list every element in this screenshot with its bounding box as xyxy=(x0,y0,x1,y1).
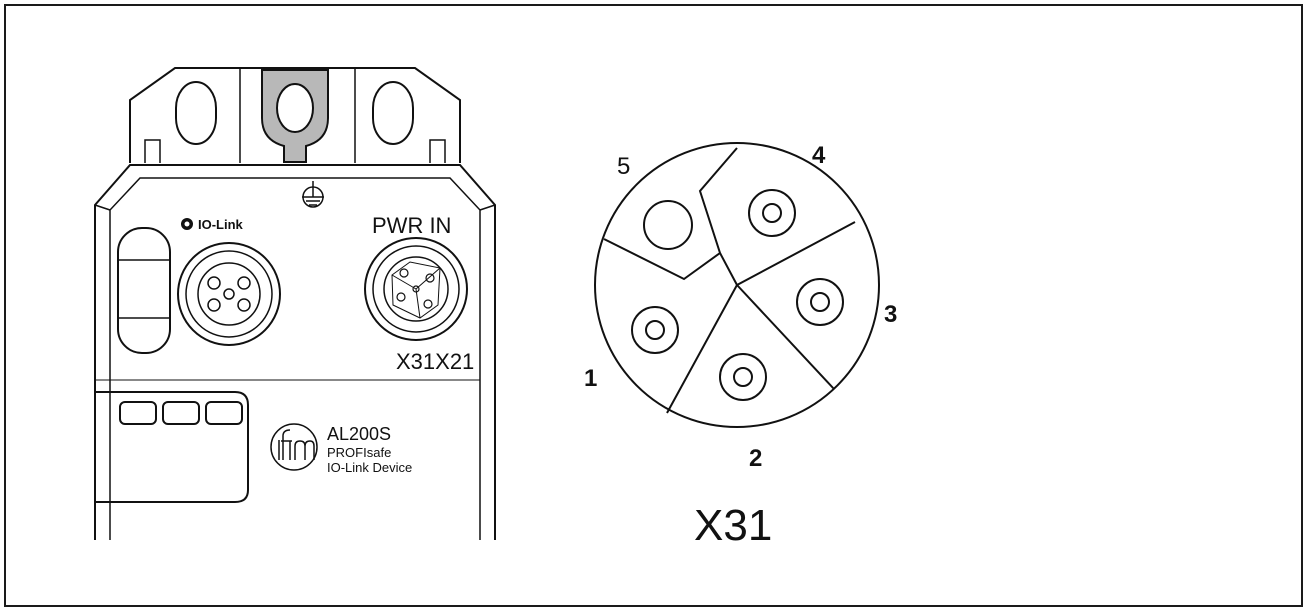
led-2 xyxy=(162,401,200,425)
mounting-flange xyxy=(129,67,461,163)
led-1 xyxy=(119,401,157,425)
housing-slot xyxy=(117,227,171,354)
pin-5-socket xyxy=(643,200,693,250)
pin-2-socket xyxy=(719,353,767,401)
port-x31 xyxy=(177,242,281,346)
protocol-label: PROFIsafe xyxy=(327,445,391,460)
led-3 xyxy=(205,401,243,425)
mounting-hole-left xyxy=(175,81,217,145)
pin-1-socket xyxy=(631,306,679,354)
ifm-logo xyxy=(270,423,318,471)
pin-3-label: 3 xyxy=(884,301,897,328)
segment-divider-3 xyxy=(666,284,738,414)
segment-divider-2 xyxy=(719,221,856,287)
ground-symbol-icon xyxy=(302,181,324,208)
led-panel xyxy=(95,391,249,503)
port-labels: X31X21 xyxy=(396,349,474,374)
segment-divider-4 xyxy=(736,284,835,390)
pin-1-label: 1 xyxy=(584,365,597,392)
io-link-logo-icon xyxy=(181,218,193,230)
connector-outline xyxy=(594,142,880,428)
pwr-in-label: PWR IN xyxy=(372,213,451,238)
pin-3-socket xyxy=(796,278,844,326)
model-label: AL200S xyxy=(327,424,391,444)
connector-title: X31 xyxy=(694,501,772,550)
port-x21 xyxy=(364,237,468,341)
connector-face xyxy=(594,142,880,428)
mounting-hole-right xyxy=(372,81,414,145)
pin-5-label: 5 xyxy=(617,153,630,180)
pin-4-label: 4 xyxy=(812,142,826,169)
pin-4-socket xyxy=(748,189,796,237)
pin-2-label: 2 xyxy=(749,445,762,472)
io-link-label: IO-Link xyxy=(198,217,244,232)
device-housing xyxy=(94,67,496,540)
device-type-label: IO-Link Device xyxy=(327,460,412,475)
housing-outline xyxy=(94,164,496,540)
